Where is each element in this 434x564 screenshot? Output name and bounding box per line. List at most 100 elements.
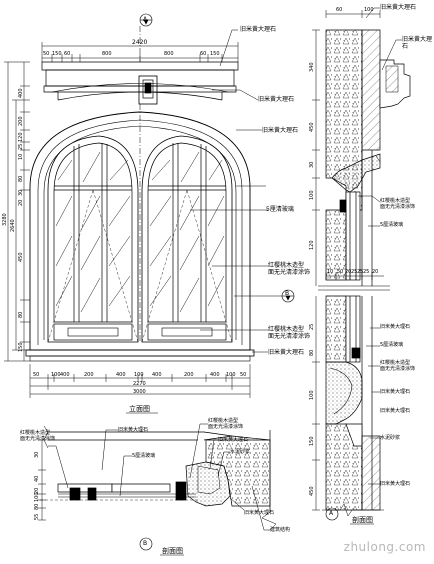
dim-sa-mid: 20 [345,269,352,275]
callout-sa-9: 旧米黄大理石 [380,408,411,414]
dim-bottom-part: 100 [134,372,144,378]
dim-sa-left: 450 [309,486,315,496]
dim-bottom-part: 400 [210,372,220,378]
dim-top-part: 800 [102,51,112,57]
callout-sa-1: 旧米黄大理石 [380,4,417,11]
callout-elev-5: 红樱桃木造型 面无光清漆涂饰 [268,262,311,276]
callout-sb-8: 建筑结构 [270,527,291,533]
dim-sa-left: 100 [309,190,315,200]
watermark: zhulong.com [343,540,426,554]
section-a-title: 剖面图 [352,516,373,524]
callout-elev-2: 旧米黄大理石 [258,96,295,103]
callout-sa-5: 旧米黄大理石 [380,324,411,330]
section-cut-a [139,13,153,27]
dim-bottom-part: 400 [116,372,126,378]
section-b-outer-line [48,431,233,437]
dim-sa-top: 60 [336,7,343,13]
dim-top-part: 60 [64,51,71,57]
marker-b-label: B [285,290,290,297]
dim-bottom-part: 100 [51,372,61,378]
section-b-leaders [48,423,270,531]
elevation-leaders [190,29,268,353]
callout-elev-4: 5厘清玻璃 [266,206,294,213]
dim-sb-left: 30 [34,451,40,458]
dim-sb-left: 55 [34,513,40,520]
dim-left-part: 25 [18,143,24,150]
section-a-dimensions [312,10,384,511]
dim-bottom-inner-total: 2270 [133,381,146,387]
keystone [138,75,158,105]
section-b-dimensions [38,439,46,521]
dim-left-overall: 2640 [10,219,16,232]
callout-sa-3: 红樱桃木造型 面无光清漆涂饰 [380,198,416,210]
right-bottom-panel [147,323,227,341]
callout-sa-4: 5厘清玻璃 [380,222,404,228]
dim-sa-mid: 20 [372,269,379,275]
callout-sa-11: 旧米黄大理石 [380,481,411,487]
dim-sa-left: 150 [309,436,315,446]
dim-sa-left: 450 [309,122,315,132]
elevation-view [25,26,255,362]
callout-sa-8: 旧米黄大理石 [380,389,411,395]
dim-left-part: 20 [18,199,24,206]
right-sash [141,135,233,343]
section-a-marker [325,507,339,521]
dim-sb-left: 80 [34,503,40,510]
dim-sa-left: 25 [309,323,315,330]
dim-bottom-part: 50 [240,372,247,378]
dim-left-part: 120 [18,132,24,142]
sill [25,349,255,357]
callout-sa-2: 旧米黄大理石 [402,36,433,50]
head-cornice [41,61,239,71]
dim-sa-left: 80 [309,349,315,356]
dim-bottom-part: 100 [226,372,236,378]
callout-sb-3: 5厘清玻璃 [132,453,156,459]
elevation-title: 立面图 [129,405,150,413]
dim-sa-left: 30 [309,161,315,168]
dim-bottom-part: 200 [84,372,94,378]
dim-left-part: 400 [18,88,24,98]
bottom-dimension-lines [29,364,251,398]
dim-bottom-part: 50 [33,372,40,378]
dim-sa-mid: 25 [363,269,370,275]
section-b-jamb [185,461,231,507]
callout-elev-3: 旧米黄大理石 [262,127,299,134]
dim-sa-mid: 25 [357,269,364,275]
dim-sa-mid: 50 [337,269,344,275]
dim-bottom-part: 200 [184,372,194,378]
dim-bottom-part: 400 [152,372,162,378]
callout-sb-4: 红樱桃木造型 面无光清漆涂饰 [208,418,244,430]
dim-sa-left: 120 [309,240,315,250]
left-sash [47,135,139,343]
dim-sa-mid: 10 [327,269,334,275]
dim-sa-mid: 25 [351,269,358,275]
dim-left-total: 3280 [2,213,8,226]
callout-elev-7: 旧米黄大理石 [268,349,305,356]
top-dimension-lines [41,42,239,62]
dim-top-part: 150 [52,51,62,57]
marker-a-bottom-label: A [329,510,334,517]
section-a-leaders [358,7,402,485]
callout-elev-1: 旧米黄大理石 [240,26,277,33]
dim-sa-top: 100 [364,7,374,13]
callout-sa-6: 5厘清玻璃 [380,342,404,348]
section-a-lower [325,295,347,363]
dim-top-overall: 2420 [132,39,148,46]
dim-top-part: 150 [210,51,220,57]
left-dimension-lines [4,61,30,362]
callout-sb-5: 旧米黄大理石 [218,437,249,443]
dim-left-part: 80 [18,175,24,182]
section-b-marker [139,537,153,551]
section-cut-b [234,289,295,303]
dim-sa-left: 100 [309,390,315,400]
dim-left-part: 150 [18,342,24,352]
dim-sb-left: 40 [34,475,40,482]
left-bottom-panel [53,323,133,341]
dim-bottom-overall: 3000 [133,389,146,395]
dim-bottom-part: 400 [60,372,70,378]
dim-left-part: 30 [18,189,24,196]
callout-sb-7: 旧米黄大理石 [244,510,275,516]
section-a-sill-molding [325,361,363,425]
dim-left-part: 80 [18,311,24,318]
